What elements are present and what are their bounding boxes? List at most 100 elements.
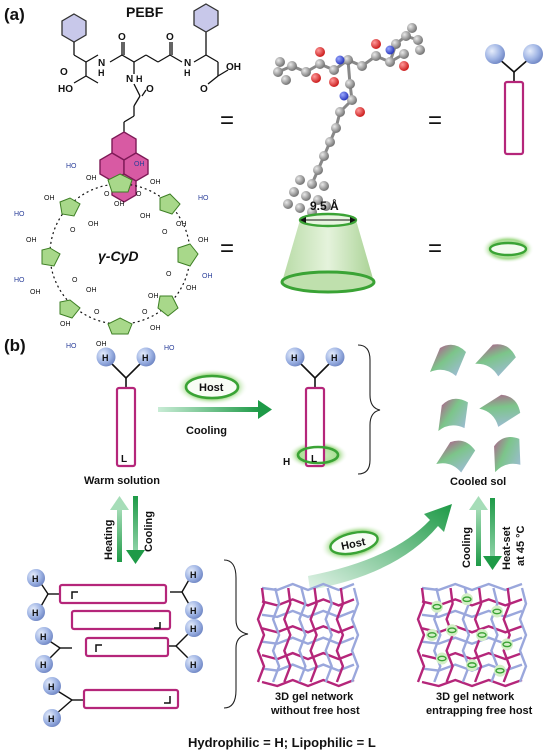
cavity-size-label: 9.5 Å <box>310 198 339 213</box>
entrapped-host-glow <box>476 629 488 641</box>
h-label: H <box>40 632 47 642</box>
brace <box>357 344 381 475</box>
h-label: H <box>190 660 197 670</box>
gamma-cyd-label: γ-CyD <box>98 248 138 264</box>
hydrophilic-sphere <box>325 347 345 367</box>
gel-lipophilic-marks <box>71 591 171 704</box>
gel-fiber-horizontal <box>261 663 355 672</box>
l-label: L <box>121 454 127 465</box>
svg-text:OH: OH <box>86 175 97 182</box>
heat-set-temp-label: at 45 °C <box>515 525 527 566</box>
h-label: H <box>291 353 298 363</box>
h-label: H <box>48 714 55 724</box>
atom-o: O <box>166 32 174 43</box>
heat-set-arrow <box>483 498 502 570</box>
atom-h: H <box>98 68 105 78</box>
complexed-molecule <box>285 347 348 469</box>
svg-text:OH: OH <box>114 201 125 208</box>
gel1-line2: without free host <box>270 705 360 717</box>
gel-fiber-vertical <box>335 587 345 683</box>
cooling-right-label: Cooling <box>461 527 473 568</box>
entrapped-host-glow <box>491 605 503 618</box>
gel-fiber-horizontal <box>421 582 523 592</box>
atom-n: N <box>126 74 133 85</box>
equals-sign: = <box>220 107 234 134</box>
warm-solution-label: Warm solution <box>84 475 160 487</box>
svg-text:O: O <box>94 309 100 316</box>
l-label: L <box>311 454 317 465</box>
gel1-line1: 3D gel network <box>275 691 354 703</box>
svg-text:OH: OH <box>30 289 41 296</box>
panel-a-label: (a) <box>4 5 25 24</box>
atom-n: N <box>184 58 191 69</box>
cooling-vertical-label: Cooling <box>143 511 155 552</box>
entrapped-host-glow <box>501 638 513 651</box>
svg-text:O: O <box>142 309 148 316</box>
hydrophilic-sphere <box>485 44 505 64</box>
hydrophilic-sphere <box>136 347 156 367</box>
h-label: H <box>40 660 47 670</box>
h-label: H <box>48 682 55 692</box>
svg-text:HO: HO <box>164 345 175 352</box>
svg-text:O: O <box>162 229 168 236</box>
cyd-cone <box>280 212 376 294</box>
ball-stick-model <box>273 23 425 217</box>
host-ring <box>296 445 340 465</box>
lipophilic-rod <box>115 386 137 468</box>
svg-text:OH: OH <box>150 179 161 186</box>
svg-text:OH: OH <box>86 287 97 294</box>
cooled-sol-aggregates <box>430 344 521 473</box>
panel-b-label: (b) <box>4 336 26 355</box>
entrapped-host-ring <box>447 627 457 634</box>
h-label: H <box>190 570 197 580</box>
svg-text:OH: OH <box>198 237 209 244</box>
svg-text:OH: OH <box>88 221 99 228</box>
atom-o: O <box>146 84 154 95</box>
heating-label: Heating <box>103 520 115 560</box>
svg-text:OH: OH <box>148 293 159 300</box>
atom-oh: OH <box>226 62 241 73</box>
lipophilic-rod <box>503 80 525 156</box>
pebf-cartoon <box>485 44 543 156</box>
svg-text:OH: OH <box>60 321 71 328</box>
h-label: H <box>32 574 39 584</box>
svg-text:OH: OH <box>134 161 145 168</box>
svg-text:O: O <box>72 277 78 284</box>
entrapped-host-ring <box>502 641 512 648</box>
entrapped-host-glow <box>446 624 458 637</box>
cooled-sol-label: Cooled sol <box>450 476 506 488</box>
pebf-label: PEBF <box>126 4 164 20</box>
legend-text: Hydrophilic = H; Lipophilic = L <box>188 735 376 750</box>
entrapped-host-ring <box>477 632 487 638</box>
gel-network-entrapping-host <box>416 582 528 688</box>
gel-fiber-vertical <box>502 587 511 683</box>
gel-fiber-vertical <box>416 587 426 683</box>
pebf-atom-labels: O HO N H O O N H N H O OH O <box>58 32 241 95</box>
h-label: H <box>190 624 197 634</box>
host-ring-large <box>176 369 248 405</box>
atom-o: O <box>200 84 208 95</box>
svg-text:HO: HO <box>198 195 209 202</box>
gel-aggregate-h-labels: H H H H H H H H H H <box>32 570 197 724</box>
host-label: Host <box>199 382 224 394</box>
entrapped-host-glow <box>431 600 443 613</box>
gel-fiber-vertical <box>309 587 318 683</box>
svg-text:OH: OH <box>44 195 55 202</box>
gel-fiber-vertical <box>298 587 307 683</box>
svg-text:OH: OH <box>176 221 187 228</box>
entrapped-host-ring <box>437 655 447 662</box>
entrapped-host-ring <box>462 596 472 603</box>
entrapped-host-glow <box>466 659 478 672</box>
svg-text:OH: OH <box>140 213 151 220</box>
svg-text:O: O <box>104 191 110 198</box>
hydrophilic-sphere <box>523 44 543 64</box>
pebf-structure <box>61 3 229 132</box>
brace <box>223 559 249 709</box>
equals-sign: = <box>428 107 442 134</box>
h-label: H <box>142 353 149 363</box>
gel-fiber-vertical <box>271 587 281 683</box>
cooling-arrow <box>158 400 272 419</box>
entrapped-host-ring <box>432 603 442 610</box>
gel2-line1: 3D gel network <box>436 691 515 703</box>
gel-fiber-horizontal <box>261 582 355 592</box>
